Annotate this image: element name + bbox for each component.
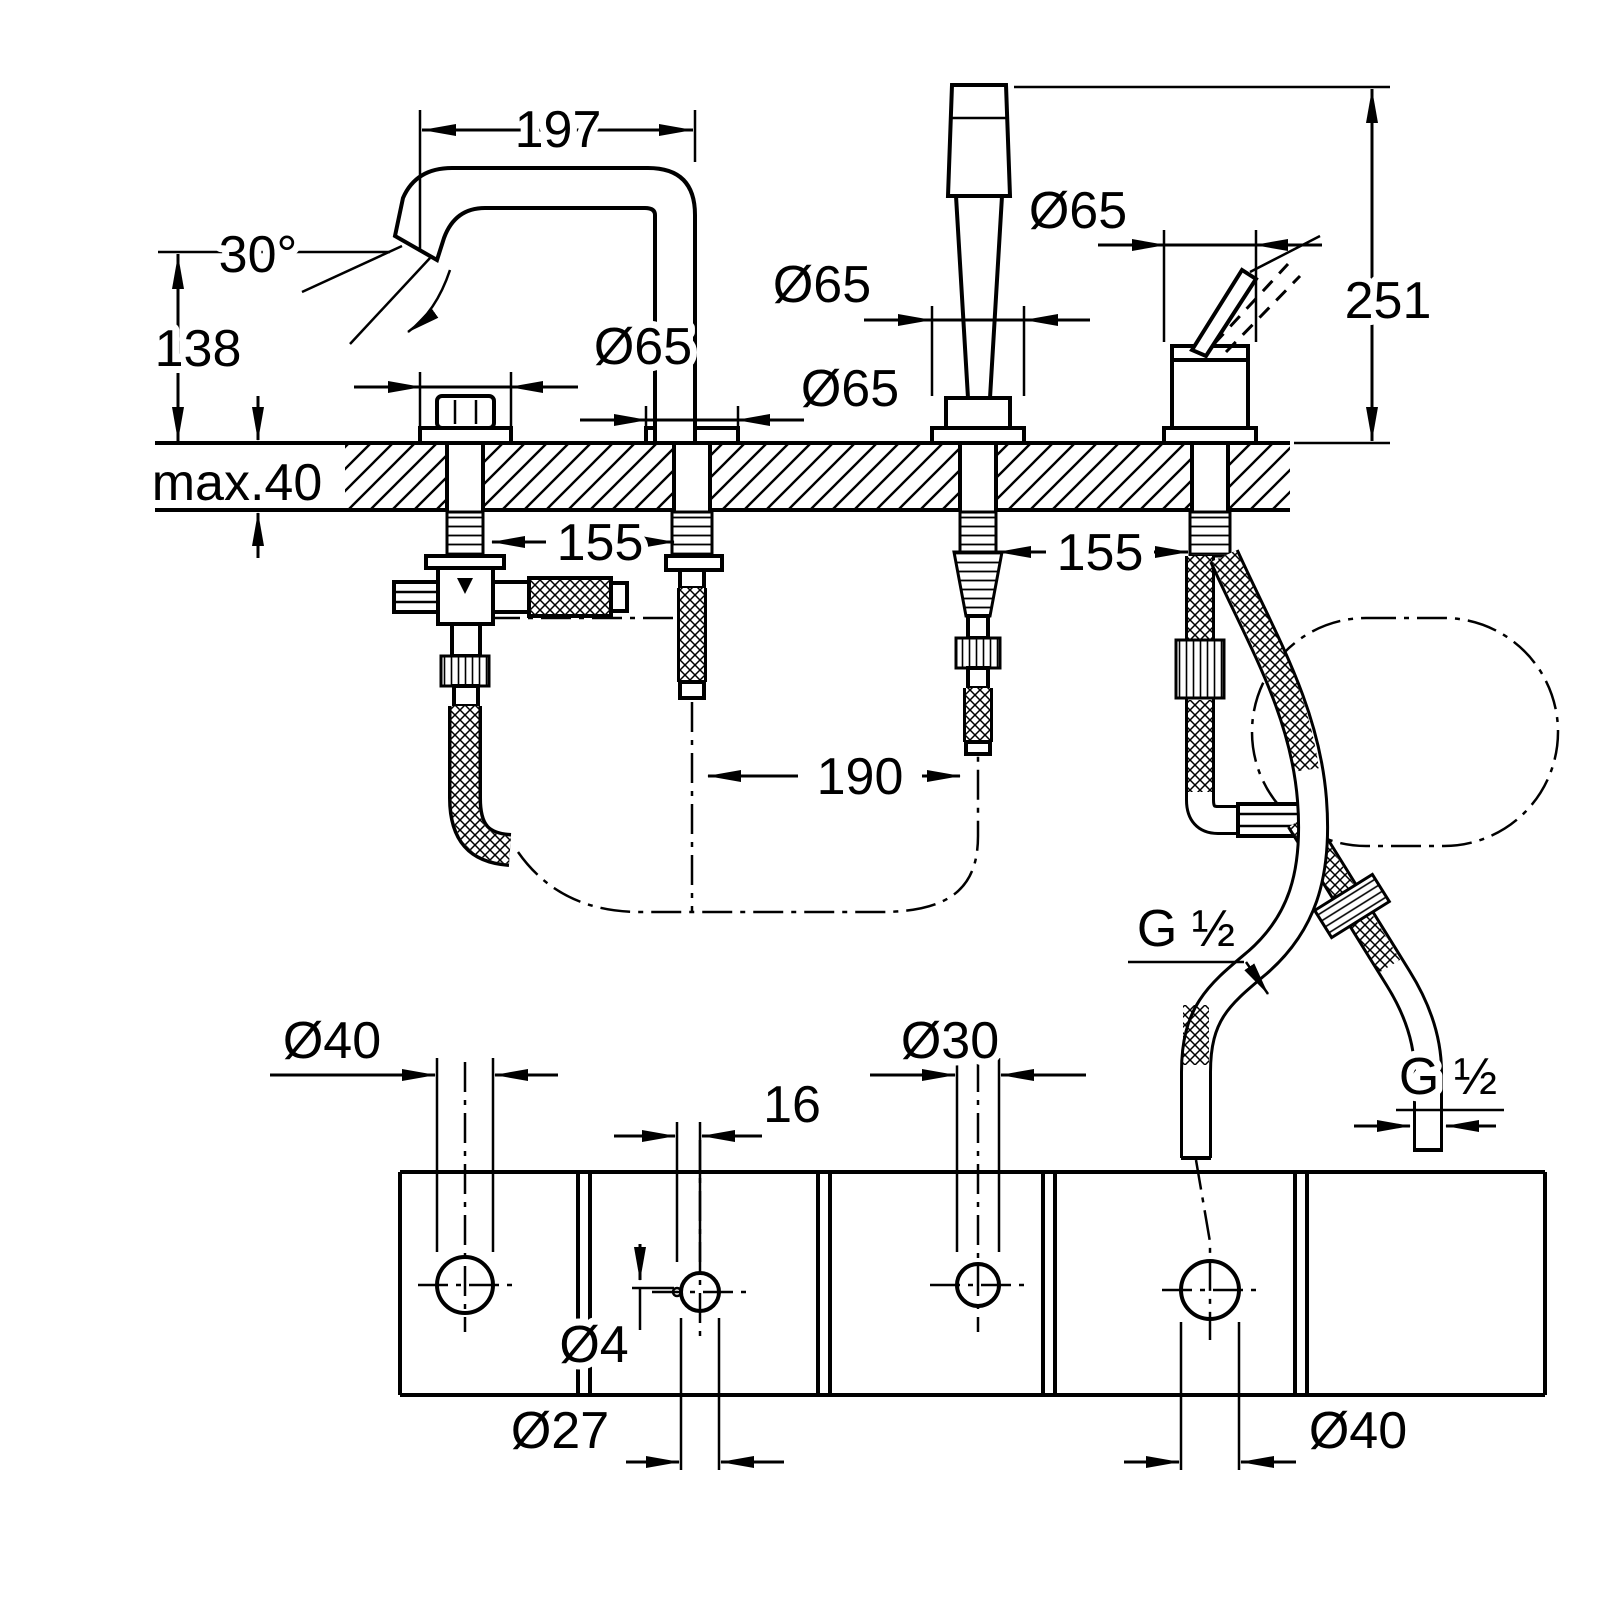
water-flow-arrow bbox=[407, 269, 452, 334]
dim-escutcheon-1: Ø65 bbox=[594, 318, 692, 376]
dim-hole-27: Ø27 bbox=[511, 1402, 609, 1460]
deck-section bbox=[155, 441, 1290, 512]
dim-spout-reach: 197 bbox=[515, 101, 602, 159]
valve-knob bbox=[435, 394, 496, 430]
label-thread-g12-top: G ½ bbox=[1137, 900, 1235, 958]
dim-height-138: 138 bbox=[155, 320, 242, 378]
dim-spout-angle: 30° bbox=[219, 226, 298, 284]
deck-hatch bbox=[345, 443, 1290, 510]
dim-escutcheon-4: Ø65 bbox=[1029, 182, 1127, 240]
deck-plan bbox=[398, 1170, 1547, 1397]
dim-escutcheon-3: Ø65 bbox=[773, 256, 871, 314]
dim-deck-thickness: max.40 bbox=[152, 454, 323, 512]
dim-spacing-155-right: 155 bbox=[1057, 524, 1144, 582]
dim-hole-40-right: Ø40 bbox=[1309, 1402, 1407, 1460]
handshower-handle bbox=[953, 194, 1005, 400]
dim-escutcheon-2: Ø65 bbox=[801, 360, 899, 418]
dim-hole-40-left: Ø40 bbox=[283, 1012, 381, 1070]
dimensions-side bbox=[158, 85, 1504, 1132]
handshower-head bbox=[945, 83, 1013, 198]
dim-height-251: 251 bbox=[1345, 272, 1432, 330]
dim-offset-16: 16 bbox=[763, 1076, 821, 1134]
labels-plan: Ø40 Ø30 16 Ø4 Ø27 Ø40 bbox=[276, 1005, 1414, 1467]
spout bbox=[392, 166, 697, 445]
fixture-valve bbox=[392, 394, 629, 867]
centerlines-plan bbox=[418, 1062, 1258, 1340]
fixture-spout bbox=[392, 166, 740, 700]
dimensions-plan bbox=[270, 1058, 1296, 1470]
label-thread-g12-bottom: G ½ bbox=[1399, 1048, 1497, 1106]
dim-hole-30: Ø30 bbox=[901, 1012, 999, 1070]
plan-view: Ø40 Ø30 16 Ø4 Ø27 Ø40 bbox=[270, 1005, 1547, 1470]
centerlines bbox=[490, 616, 1560, 914]
dim-pin-4: Ø4 bbox=[559, 1316, 628, 1374]
fixture-handshower bbox=[930, 83, 1026, 756]
flow-arrow-icon bbox=[457, 578, 473, 594]
labels-side: 197 30° 138 max.40 Ø65 Ø65 Ø65 Ø65 155 1… bbox=[145, 94, 1504, 1113]
side-view: 197 30° 138 max.40 Ø65 Ø65 Ø65 Ø65 155 1… bbox=[145, 83, 1560, 1160]
fixture-mixer-lever bbox=[1162, 234, 1443, 1160]
dim-spacing-190: 190 bbox=[817, 748, 904, 806]
dim-spacing-155-left: 155 bbox=[557, 514, 644, 572]
